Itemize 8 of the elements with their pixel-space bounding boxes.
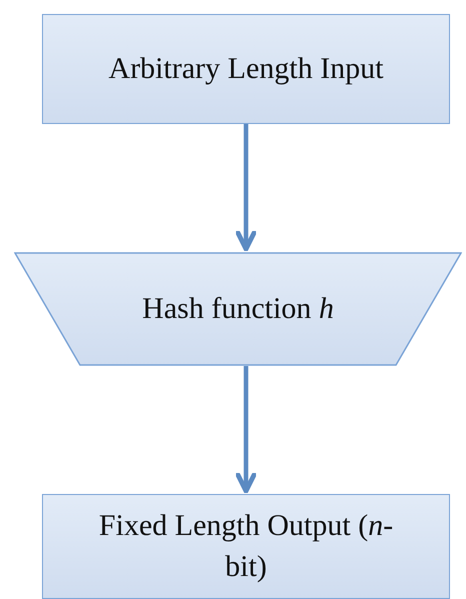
- arrow: [235, 124, 257, 252]
- process-box: [42, 494, 450, 599]
- process-box: [42, 14, 450, 124]
- trapezoid-shape: [14, 252, 462, 366]
- node-label: Arbitrary Length Input: [108, 50, 384, 87]
- arrow: [235, 366, 257, 494]
- node-label: Hash function h: [142, 290, 334, 327]
- node-label: Fixed Length Output (n-bit): [98, 508, 394, 584]
